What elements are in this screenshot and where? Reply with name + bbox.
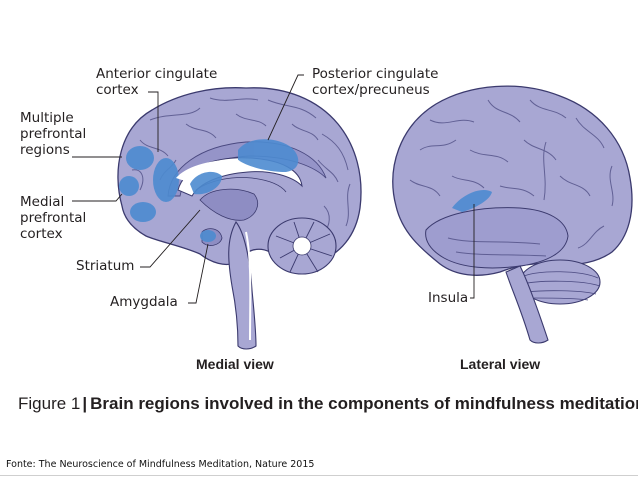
medial-view-label: Medial view — [196, 356, 274, 372]
label-anterior-cingulate-cortex: Anterior cingulate cortex — [96, 66, 218, 98]
leader-lines — [72, 74, 475, 304]
insula-highlight — [452, 189, 492, 212]
label-amygdala: Amygdala — [110, 294, 178, 310]
caption-title: Brain regions involved in the components… — [90, 394, 638, 413]
medial-cerebellum — [267, 217, 337, 275]
caption-prefix: Figure 1 — [18, 394, 81, 413]
source-credit: Fonte: The Neuroscience of Mindfulness M… — [6, 459, 315, 470]
caption-separator: | — [82, 394, 88, 413]
lateral-view-label: Lateral view — [460, 356, 541, 372]
label-insula: Insula — [428, 290, 469, 306]
label-striatum: Striatum — [76, 258, 135, 274]
figure-caption: Figure 1|Brain regions involved in the c… — [18, 394, 638, 414]
lateral-brain — [392, 85, 633, 344]
medial-brain — [117, 87, 362, 350]
bottom-divider — [0, 475, 638, 476]
label-multiple-prefrontal-regions: Multiple prefrontal regions — [20, 110, 87, 158]
medial-highlights — [119, 139, 299, 242]
label-medial-prefrontal-cortex: Medial prefrontal cortex — [20, 194, 87, 242]
label-posterior-cingulate-cortex: Posterior cingulate cortex/precuneus — [312, 66, 439, 98]
